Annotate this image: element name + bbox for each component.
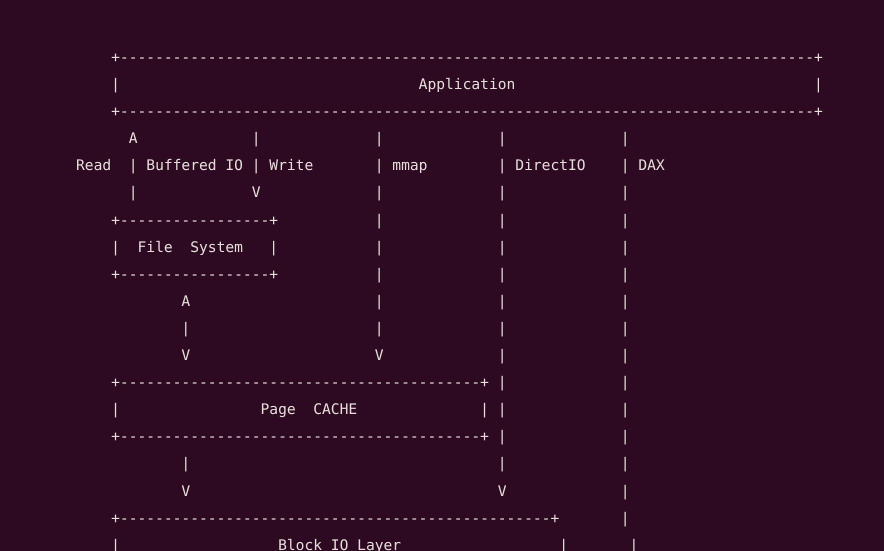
storage-stack-ascii-diagram: +---------------------------------------… bbox=[76, 49, 823, 551]
